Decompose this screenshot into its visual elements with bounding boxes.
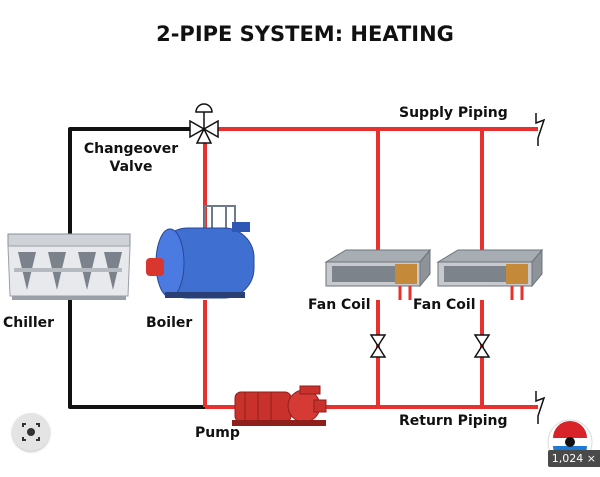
chiller-icon xyxy=(7,233,131,300)
changeover-valve-label-line1: Changeover xyxy=(84,141,178,157)
changeover-valve-icon xyxy=(189,103,219,144)
image-size-badge: 1,024 × xyxy=(547,450,600,467)
fan-coil-1-valve-icon xyxy=(369,334,387,358)
boiler-icon xyxy=(146,205,255,299)
pump-icon xyxy=(232,385,327,426)
fan-coil-2-valve-icon xyxy=(473,334,491,358)
image-search-button[interactable] xyxy=(12,413,50,451)
chiller-label: Chiller xyxy=(3,315,54,331)
pipe-break-symbols xyxy=(535,113,546,424)
chiller-loop-pipe xyxy=(68,127,205,409)
boiler-label: Boiler xyxy=(146,315,192,331)
return-piping-label: Return Piping xyxy=(399,413,508,429)
fan-coil-2-icon xyxy=(436,248,544,300)
fan-coil-1-label: Fan Coil xyxy=(308,297,371,313)
changeover-valve-label-line2: Valve xyxy=(110,159,153,175)
image-search-icon xyxy=(22,423,40,441)
pump-label: Pump xyxy=(195,425,240,441)
diagram-title: 2-PIPE SYSTEM: HEATING xyxy=(156,22,454,46)
fan-coil-2-label: Fan Coil xyxy=(413,297,476,313)
supply-piping-label: Supply Piping xyxy=(399,105,508,121)
fan-coil-1-icon xyxy=(324,248,432,300)
